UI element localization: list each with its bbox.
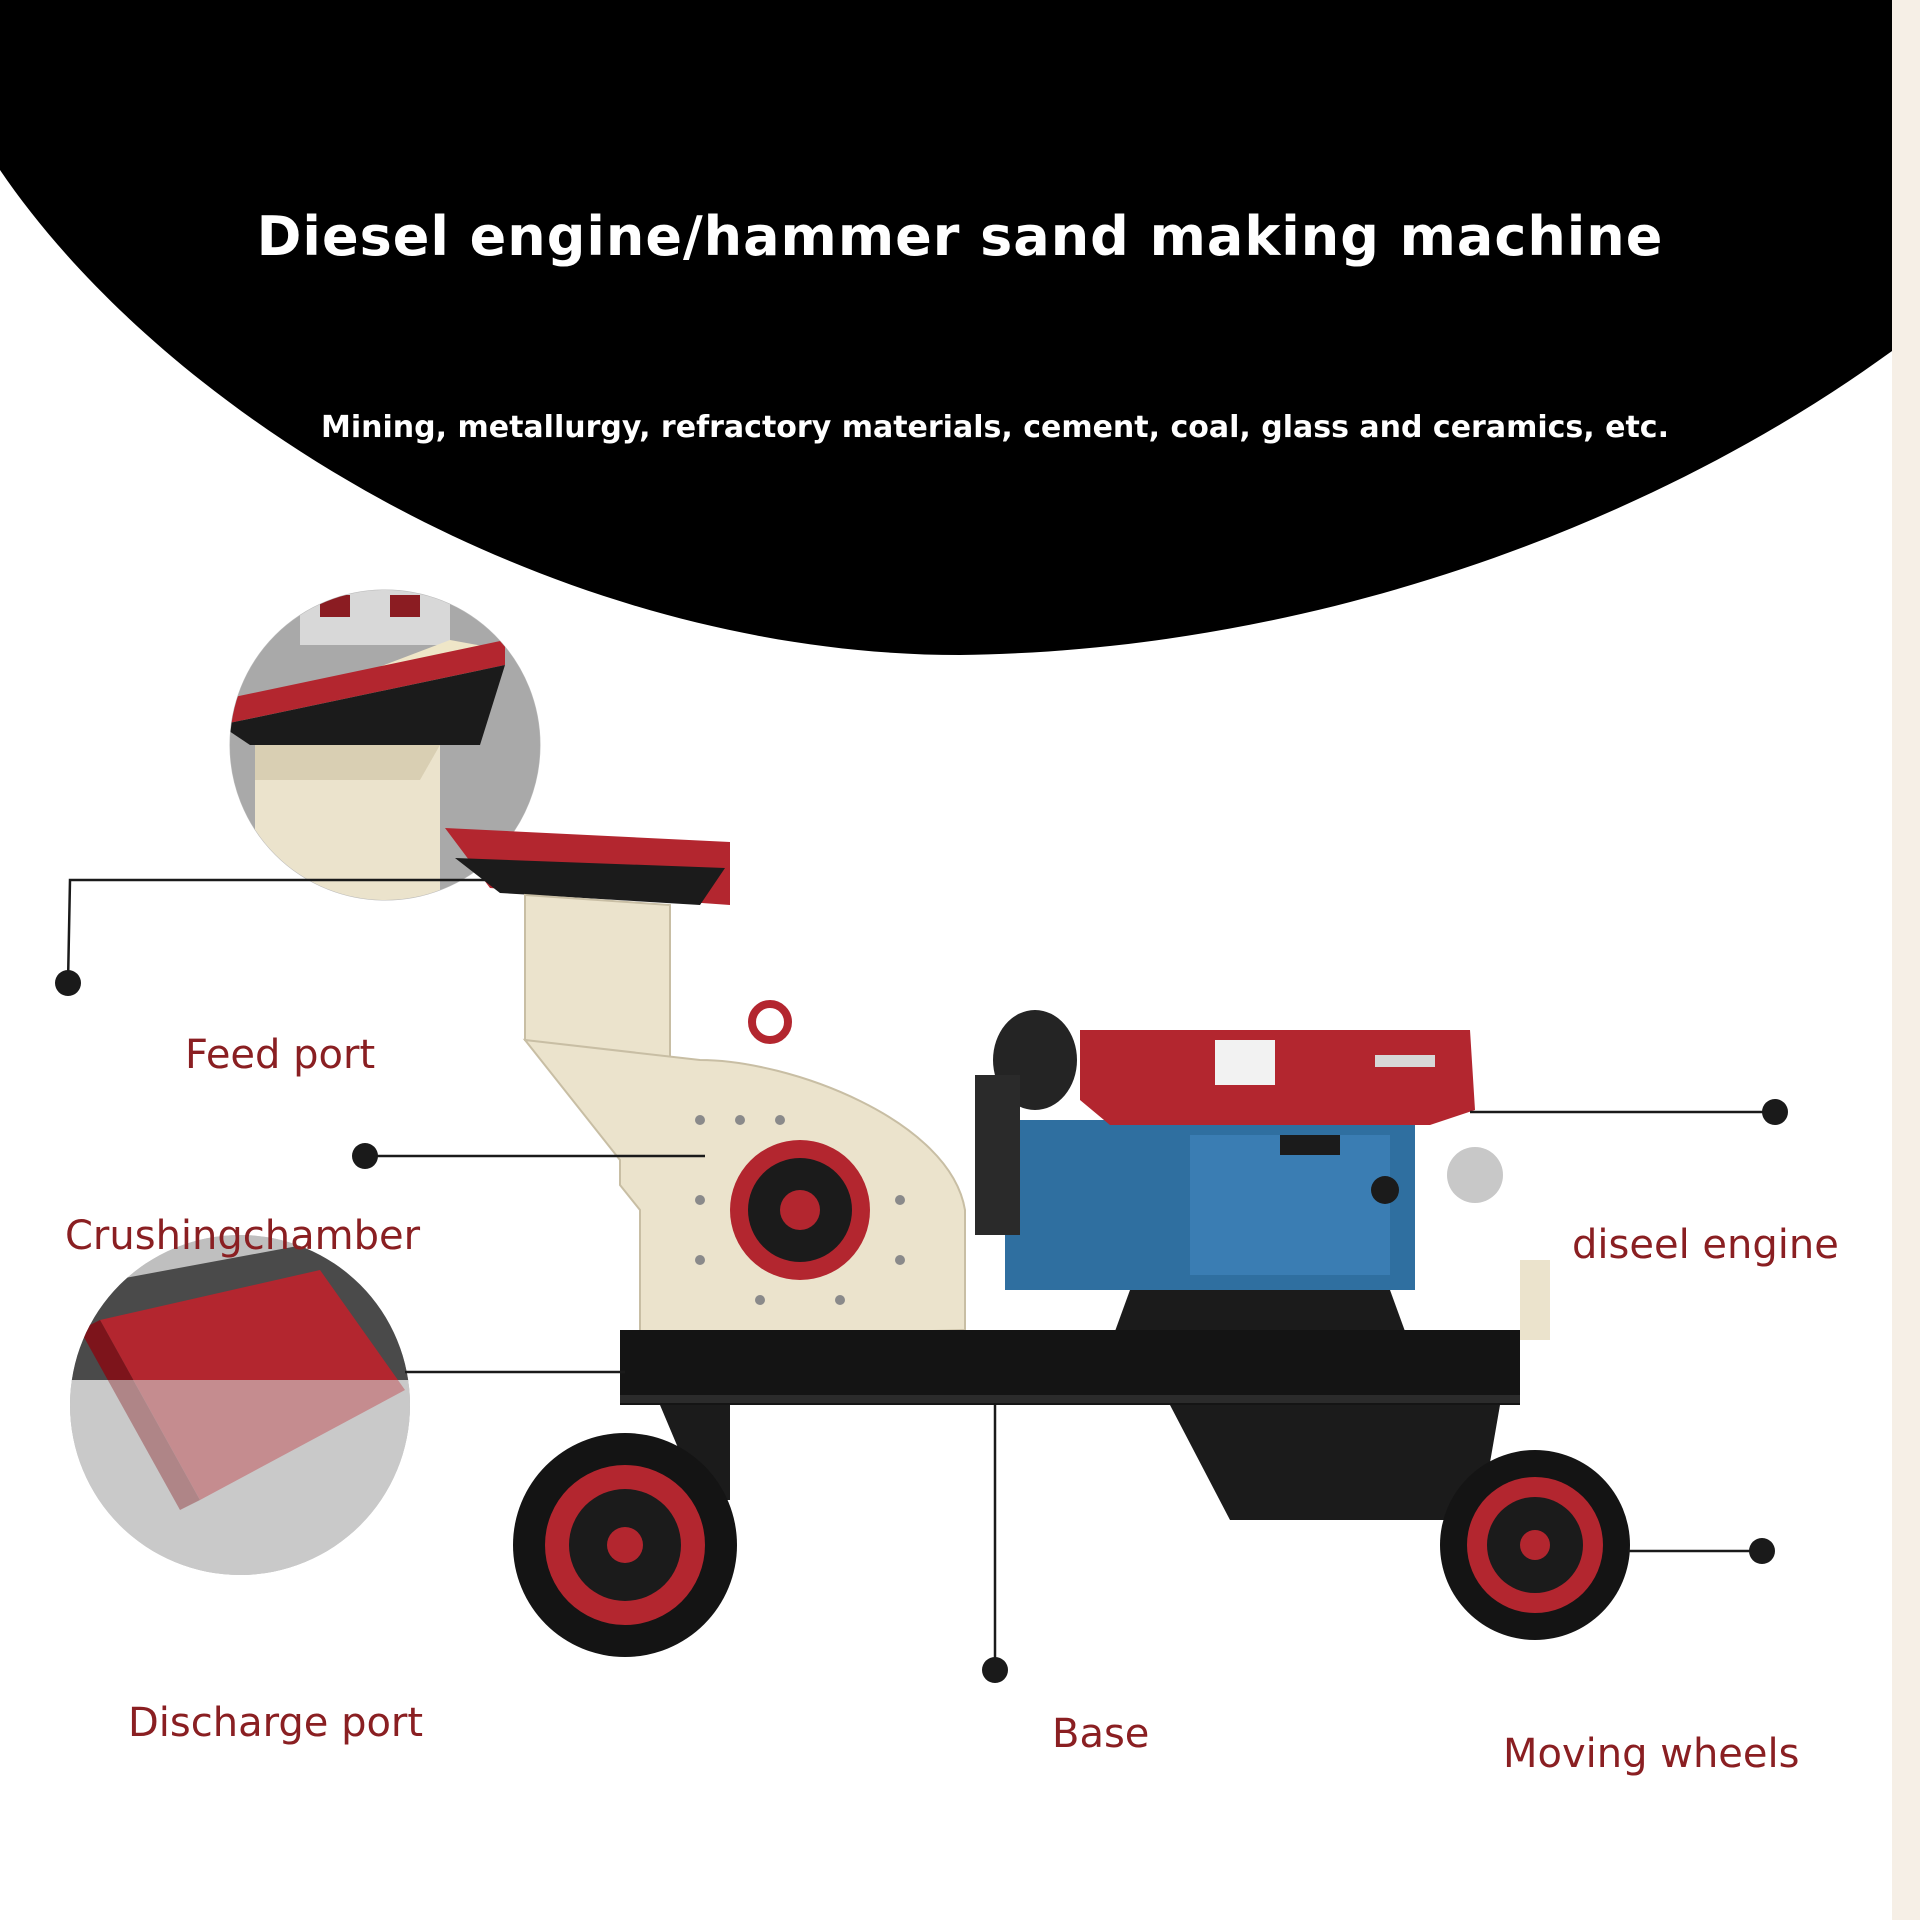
label-diesel-engine: diseel engine	[1572, 1222, 1839, 1268]
label-base: Base	[1052, 1711, 1150, 1757]
feed-port-callout-dot	[55, 970, 81, 996]
label-feed-port: Feed port	[185, 1032, 376, 1078]
label-moving-wheels: Moving wheels	[1503, 1731, 1800, 1777]
crushing-chamber-callout-dot	[352, 1143, 378, 1169]
base-callout-dot	[982, 1657, 1008, 1683]
machine-illustration	[445, 828, 1630, 1657]
page-title: Diesel engine/hammer sand making machine	[256, 205, 1664, 268]
page-subtitle: Mining, metallurgy, refractory materials…	[321, 410, 1669, 445]
right-edge-strip	[1892, 0, 1920, 1920]
feed-port-callout-line	[66, 878, 485, 984]
label-crushing-chamber: Crushingchamber	[65, 1213, 421, 1259]
discharge-port-inset	[70, 1235, 410, 1575]
moving-wheels-callout-dot	[1749, 1538, 1775, 1564]
diesel-engine-callout-dot	[1762, 1099, 1788, 1125]
header-arc	[0, 0, 1920, 655]
label-discharge-port: Discharge port	[128, 1700, 424, 1746]
